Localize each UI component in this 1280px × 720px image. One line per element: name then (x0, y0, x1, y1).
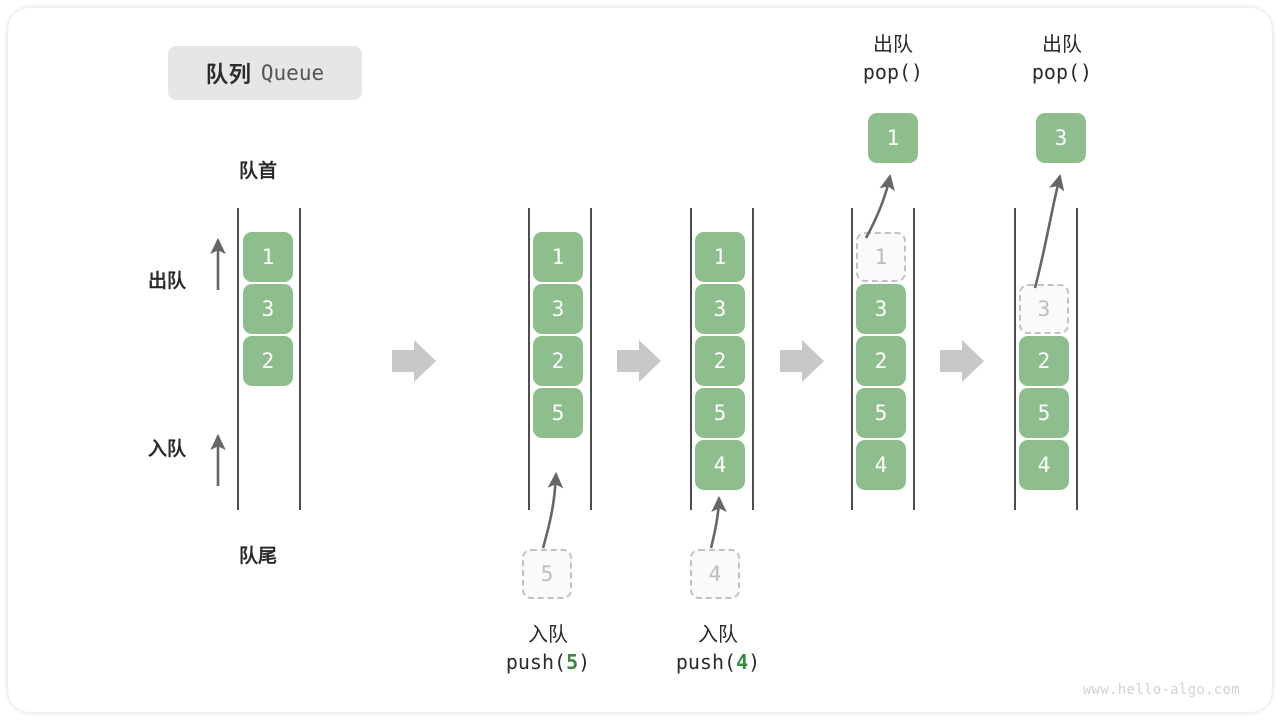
queue-item: 4 (1019, 440, 1069, 490)
popped-element: 3 (1036, 113, 1086, 163)
diagram-title-badge: 队列 Queue (168, 46, 362, 100)
operation-label-push-5: 入队 push(5) (448, 620, 648, 677)
queue-rail-right-4 (913, 208, 915, 510)
operation-cn: 入队 (698, 622, 738, 646)
queue-rail-right-2 (590, 208, 592, 510)
label-dequeue-direction: 出队 (148, 270, 187, 292)
queue-item: 4 (856, 440, 906, 490)
queue-item: 1 (243, 232, 293, 282)
queue-rail-right-3 (752, 208, 754, 510)
pending-push-element: 5 (522, 549, 572, 599)
operation-code: pop() (1031, 60, 1093, 85)
queue-item: 3 (533, 284, 583, 334)
pending-push-element: 4 (690, 549, 740, 599)
operation-label-push-4: 入队 push(4) (618, 620, 818, 677)
queue-item: 2 (533, 336, 583, 386)
title-chinese: 队列 (205, 63, 252, 88)
watermark: www.hello-algo.com (1082, 682, 1240, 698)
popped-element: 1 (868, 113, 918, 163)
queue-item: 5 (695, 388, 745, 438)
queue-item: 3 (243, 284, 293, 334)
queue-item: 2 (243, 336, 293, 386)
queue-item: 3 (856, 284, 906, 334)
queue-rail-right-1 (299, 208, 301, 510)
queue-item: 5 (856, 388, 906, 438)
queue-rail-left-5 (1014, 208, 1016, 510)
label-enqueue-direction: 入队 (148, 438, 187, 460)
queue-item: 5 (1019, 388, 1069, 438)
operation-cn: 出队 (873, 32, 913, 56)
queue-item: 2 (695, 336, 745, 386)
removed-element-slot: 1 (856, 232, 906, 282)
operation-code: push(4) (675, 650, 761, 675)
queue-item-new: 5 (533, 388, 583, 438)
operation-cn: 入队 (528, 622, 568, 646)
title-english: Queue (260, 61, 325, 85)
operation-code: pop() (862, 60, 924, 85)
queue-rail-left-4 (851, 208, 853, 510)
queue-rail-right-5 (1076, 208, 1078, 510)
label-queue-rear: 队尾 (239, 545, 278, 567)
removed-element-slot: 3 (1019, 284, 1069, 334)
queue-rail-left-1 (237, 208, 239, 510)
queue-item: 2 (856, 336, 906, 386)
queue-item: 1 (695, 232, 745, 282)
queue-item: 2 (1019, 336, 1069, 386)
label-queue-front: 队首 (239, 160, 278, 182)
operation-code: push(5) (505, 650, 591, 675)
queue-rail-left-2 (528, 208, 530, 510)
queue-item: 1 (533, 232, 583, 282)
queue-item: 3 (695, 284, 745, 334)
queue-rail-left-3 (690, 208, 692, 510)
operation-cn: 出队 (1042, 32, 1082, 56)
queue-item-new: 4 (695, 440, 745, 490)
operation-label-pop-3: 出队 pop() (972, 30, 1152, 87)
operation-label-pop-1: 出队 pop() (803, 30, 983, 87)
